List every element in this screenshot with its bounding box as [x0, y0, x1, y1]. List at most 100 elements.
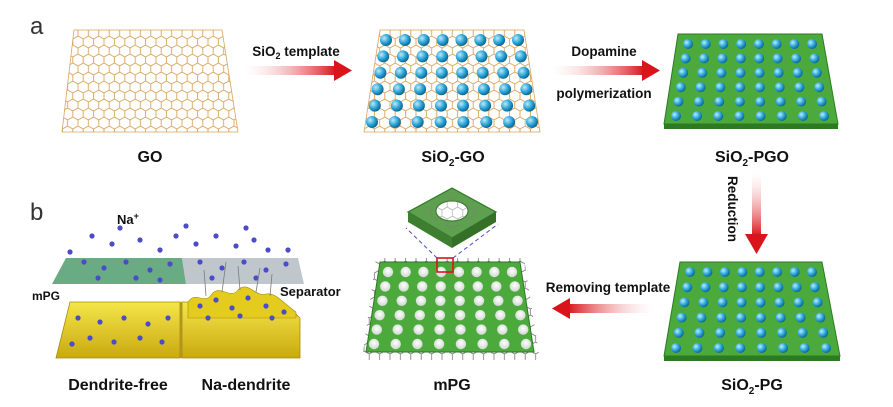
na-ion: [241, 259, 247, 265]
step-dopamine-line2: polymerization: [556, 86, 651, 101]
pore: [394, 310, 405, 321]
pore: [433, 338, 445, 350]
silica-sphere: [809, 282, 820, 293]
silica-sphere: [775, 312, 786, 323]
silica-sphere: [455, 34, 468, 46]
silica-sphere: [455, 50, 468, 63]
silica-sphere: [700, 39, 711, 49]
pore: [515, 310, 526, 321]
arrow-template: [244, 60, 352, 81]
na-ion: [237, 313, 243, 319]
silica-sphere: [736, 282, 747, 293]
silica-sphere: [368, 99, 381, 112]
pore: [509, 281, 520, 292]
silica-sphere: [774, 297, 785, 308]
na-ion: [97, 319, 103, 325]
silica-sphere: [811, 67, 822, 78]
silica-sphere: [371, 83, 384, 96]
mpg-zoom-inset: [405, 187, 499, 259]
silica-sphere: [501, 99, 514, 112]
silica-sphere: [794, 82, 805, 93]
pore: [491, 281, 502, 292]
pore: [493, 295, 504, 306]
pore: [476, 324, 487, 335]
silica-sphere: [736, 39, 747, 49]
pore: [520, 338, 532, 350]
na-ion: [145, 321, 151, 327]
pore: [499, 338, 510, 350]
dendrite-strand: [221, 261, 227, 293]
silica-sphere: [476, 66, 489, 79]
silica-sphere: [754, 67, 765, 78]
silica-sphere: [411, 116, 424, 128]
silica-sphere: [734, 96, 745, 107]
silica-sphere: [523, 99, 536, 112]
mpg-label: mPG: [433, 377, 470, 394]
na-ion: [95, 275, 101, 281]
silica-sphere: [497, 66, 510, 79]
silica-sphere: [821, 343, 831, 353]
step-template-label: SiO2 template: [252, 44, 340, 61]
pore: [455, 324, 466, 335]
pore: [377, 295, 388, 306]
silica-sphere: [807, 39, 817, 49]
pore: [382, 266, 394, 278]
na-ion: [197, 303, 203, 309]
na-ion: [165, 315, 171, 321]
silica-sphere: [436, 50, 449, 63]
silica-sphere: [717, 297, 728, 308]
pore: [512, 295, 523, 306]
silica-sphere: [755, 111, 766, 121]
arrow-removing-template: [552, 298, 654, 319]
zoom-highlight-box: [436, 257, 454, 273]
silica-sphere: [814, 82, 825, 93]
na-ion: [117, 225, 123, 231]
silica-sphere: [693, 96, 704, 107]
na-ion: [265, 247, 271, 253]
na-ion: [123, 259, 129, 265]
silica-sphere: [517, 66, 530, 79]
na-ion: [159, 339, 165, 345]
dendrite-strand: [203, 269, 207, 297]
silica-sphere: [396, 50, 409, 63]
silica-sphere: [479, 99, 492, 112]
na-ion: [157, 247, 163, 253]
na-ion: [173, 233, 179, 239]
pore: [495, 310, 506, 321]
silica-sphere: [694, 327, 705, 338]
na-dendrite-label: Na-dendrite: [202, 377, 291, 394]
na-ion: [121, 315, 127, 321]
silica-sphere: [791, 53, 801, 64]
silica-sphere: [818, 327, 829, 338]
silica-sphere: [815, 312, 826, 323]
silica-sphere: [474, 34, 487, 46]
silica-sphere: [685, 267, 695, 277]
silica-sphere: [735, 343, 746, 353]
silica-sphere: [512, 34, 524, 46]
silica-sphere: [819, 111, 829, 121]
silica-sphere: [756, 343, 767, 353]
silica-sphere: [435, 83, 448, 96]
silica-sphere: [795, 312, 806, 323]
silica-sphere: [735, 67, 746, 78]
na-ion: [69, 341, 75, 347]
silica-sphere: [715, 82, 726, 93]
mpg-layer: [52, 258, 186, 284]
silica-sphere: [377, 50, 390, 63]
na-ion: [283, 261, 289, 267]
silica-sphere: [737, 267, 748, 277]
silica-sphere: [682, 282, 693, 293]
pore: [454, 281, 465, 292]
na-ion: [67, 249, 73, 255]
silica-sphere: [392, 83, 405, 96]
sio2-pgo-sheet: [663, 33, 839, 129]
silica-sphere: [799, 343, 810, 353]
silica-sphere: [715, 327, 726, 338]
pore: [415, 295, 427, 306]
pore: [454, 295, 465, 306]
na-ion: [81, 259, 87, 265]
na-ion: [251, 237, 257, 243]
silica-sphere: [456, 66, 469, 79]
mpg-side-label: mPG: [32, 289, 60, 303]
na-ion: [205, 315, 211, 321]
